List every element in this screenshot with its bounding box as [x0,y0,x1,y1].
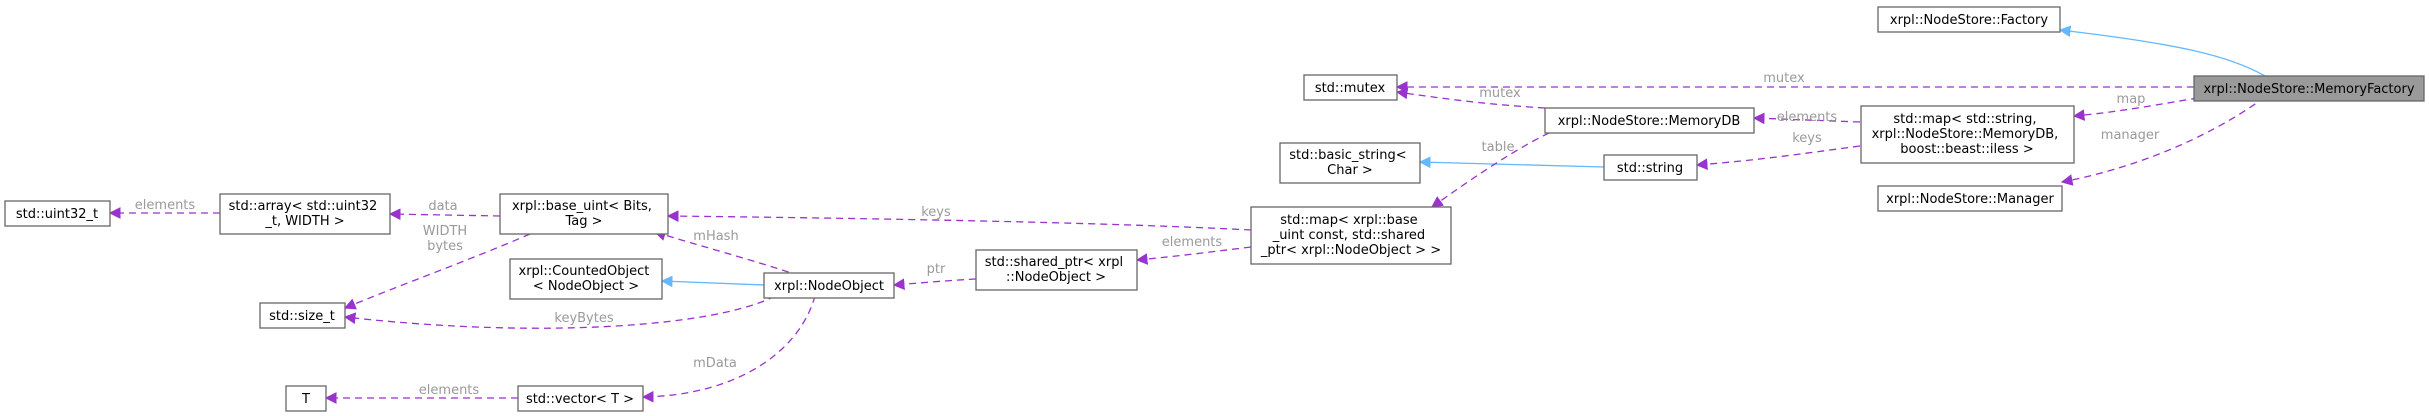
edge-nodeobject-inherits-countedobject [660,275,765,288]
node-basic-string[interactable]: std::basic_string< Char > [1279,142,1421,184]
edge-baseuint-array [388,208,501,221]
edge-label-mutex-mf: mutex [1763,71,1805,86]
edge-mapbase-sharedptr [1135,246,1252,265]
edge-memorydb-mutex [1395,87,1546,109]
node-vector[interactable]: std::vector< T > [517,385,644,412]
svg-text:xrpl::NodeStore::MemoryDB: xrpl::NodeStore::MemoryDB [1558,114,1741,129]
node-uint32[interactable]: std::uint32_t [4,200,111,227]
svg-text:xrpl::NodeStore::Manager: xrpl::NodeStore::Manager [1886,192,2054,207]
edge-map-string [1695,145,1861,170]
edge-label-ptr: ptr [927,262,946,277]
node-map-base-uint[interactable]: std::map< xrpl::base _uint const, std::s… [1250,206,1452,265]
svg-text:std::string: std::string [1617,161,1683,176]
svg-text:xrpl::NodeObject: xrpl::NodeObject [774,279,884,294]
edge-nodeobject-baseuint [653,229,801,277]
edge-map-memorydb [1752,112,1861,125]
svg-text:xrpl::CountedObject <: xrpl::CountedObject < NodeObject > [519,264,654,294]
edge-labels: mutex mutex map manager elements keys ta… [135,71,2160,398]
edge-label-manager-mf: manager [2101,128,2160,143]
edge-string-inherits-basic-string [1418,156,1605,169]
edge-label-table: table [1482,140,1515,155]
node-std-array[interactable]: std::array< std::uint32 _t, WIDTH > [219,193,391,235]
svg-text:std::map< std::string,: std::map< std::string, xrpl::NodeStore::… [1872,112,2063,157]
edge-sharedptr-nodeobject [892,278,977,291]
edge-label-elements-uint32: elements [135,198,196,213]
node-mutex[interactable]: std::mutex [1303,74,1398,101]
edge-label-mdata: mData [693,356,737,371]
svg-text:xrpl::NodeStore::MemoryFactory: xrpl::NodeStore::MemoryFactory [2203,82,2414,97]
node-T[interactable]: T [285,385,327,412]
node-shared-ptr[interactable]: std::shared_ptr< xrpl ::NodeObject > [975,249,1138,291]
edge-label-keys-base: keys [921,205,951,220]
node-memory-factory[interactable]: xrpl::NodeStore::MemoryFactory [2193,75,2425,102]
edge-label-keys-map: keys [1792,131,1822,146]
svg-text:xrpl::base_uint< Bits,: xrpl::base_uint< Bits, Tag > [512,199,656,229]
svg-text:std::array< std::uint32: std::array< std::uint32 _t, WIDTH > [229,199,382,229]
svg-text:std::vector< T >: std::vector< T > [526,392,634,407]
svg-text:std::uint32_t: std::uint32_t [16,207,98,222]
edge-memoryfactory-inherits-factory [2058,25,2266,77]
node-string[interactable]: std::string [1603,154,1698,181]
svg-text:xrpl::NodeStore::Factory: xrpl::NodeStore::Factory [1890,13,2049,28]
node-factory[interactable]: xrpl::NodeStore::Factory [1877,6,2061,33]
edge-nodeobject-sizet [343,295,776,329]
edge-label-mhash: mHash [693,229,738,244]
edge-memoryfactory-manager [2060,96,2266,186]
svg-text:T: T [301,392,310,407]
edge-label-map-mf: map [2117,92,2146,107]
edge-mapbase-baseuint [666,210,1252,231]
svg-text:std::map< xrpl::base _: std::map< xrpl::base _uint const, std::s… [1260,213,1441,258]
edge-baseuint-sizet [343,233,531,310]
node-base-uint[interactable]: xrpl::base_uint< Bits, Tag > [499,193,669,235]
edge-label-mutex-mdb: mutex [1479,86,1521,101]
node-manager[interactable]: xrpl::NodeStore::Manager [1877,185,2063,212]
svg-text:std::mutex: std::mutex [1315,81,1386,96]
edges [108,25,2266,404]
nodes: xrpl::NodeStore::Factory xrpl::NodeStore… [4,6,2425,412]
edge-label-elements-shared: elements [1162,235,1223,250]
node-size-t[interactable]: std::size_t [259,302,346,329]
edge-label-elements-T: elements [419,383,480,398]
svg-text:std::basic_string< Cha: std::basic_string< Char > [1289,148,1410,178]
svg-text:std::shared_ptr< xrpl: std::shared_ptr< xrpl ::NodeObject > [985,255,1127,285]
node-memory-db[interactable]: xrpl::NodeStore::MemoryDB [1544,107,1755,134]
node-counted-object[interactable]: xrpl::CountedObject < NodeObject > [509,258,663,300]
node-node-object[interactable]: xrpl::NodeObject [763,272,895,299]
edge-label-elements-map: elements [1777,110,1838,125]
edge-label-data: data [428,199,457,214]
edge-memorydb-table [1431,127,1561,208]
svg-text:std::size_t: std::size_t [269,309,335,324]
node-map-string-memorydb[interactable]: std::map< std::string, xrpl::NodeStore::… [1860,105,2075,164]
edge-label-keybytes: keyBytes [554,311,613,326]
